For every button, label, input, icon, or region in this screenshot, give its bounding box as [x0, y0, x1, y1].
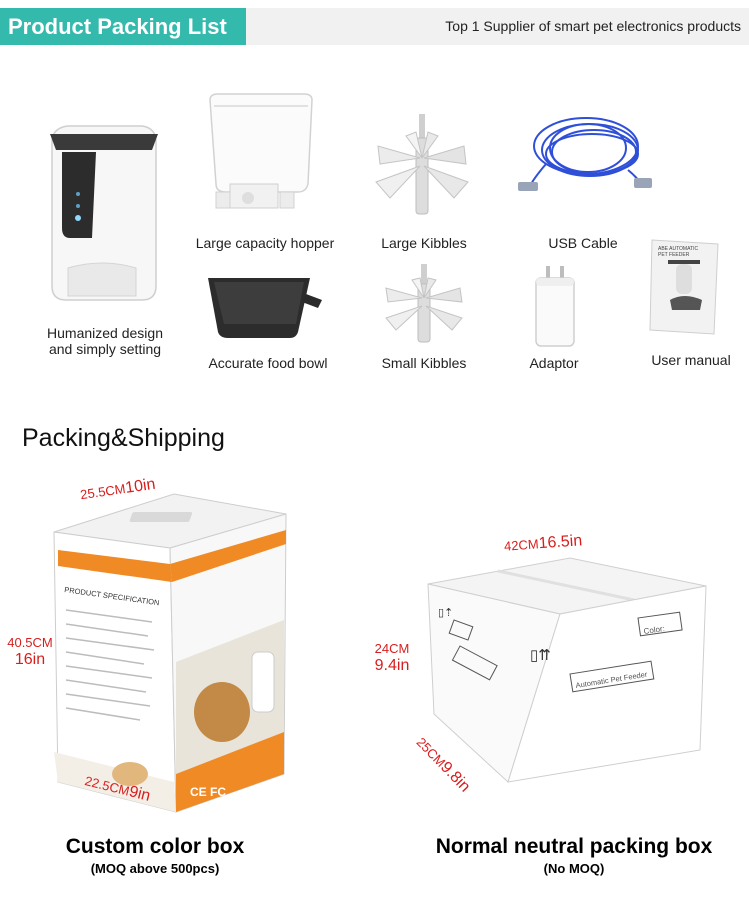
- main-unit-label: Humanized design and simply setting: [47, 325, 163, 357]
- food-bowl-image: [208, 278, 322, 338]
- color-box-height: 40.5CM 16in: [7, 635, 53, 668]
- usb-cable-label: USB Cable: [548, 235, 618, 251]
- adaptor-image: [535, 266, 575, 347]
- user-manual-label: User manual: [651, 352, 731, 368]
- svg-text:CE FC: CE FC: [190, 785, 226, 799]
- user-manual-image: ABE AUTOMATIC PET FEEDER: [649, 239, 719, 335]
- color-box-note: (MOQ above 500pcs): [90, 861, 220, 876]
- food-bowl-label: Accurate food bowl: [208, 355, 328, 371]
- pet-feeder-image: [50, 125, 158, 301]
- manual-cover-line-2: PET FEEDER: [658, 252, 690, 258]
- color-box-caption: Custom color box: [65, 835, 245, 858]
- small-kibbles-image: [385, 264, 463, 343]
- neutral-box-length: 42CM16.5in: [503, 532, 583, 554]
- hopper-image: [209, 93, 313, 209]
- hopper-label: Large capacity hopper: [195, 235, 335, 251]
- neutral-box-caption: Normal neutral packing box: [435, 835, 713, 858]
- custom-color-box-image: PRODUCT SPECIFICATION CE FC: [53, 493, 287, 813]
- header-tagline: Top 1 Supplier of smart pet electronics …: [445, 18, 741, 34]
- neutral-box-image: ▯⇡ ▯⇈ Color: Automatic Pet Feeder: [427, 557, 707, 783]
- large-kibbles-image: [375, 114, 469, 215]
- small-kibbles-label: Small Kibbles: [381, 355, 467, 371]
- adaptor-label: Adaptor: [529, 355, 579, 371]
- large-kibbles-label: Large Kibbles: [381, 235, 467, 251]
- neutral-box-height: 24CM 9.4in: [374, 641, 410, 674]
- shipping-section-title: Packing&Shipping: [22, 424, 225, 452]
- header-bar: Product Packing List Top 1 Supplier of s…: [0, 8, 749, 45]
- svg-text:▯⇡: ▯⇡: [438, 607, 453, 619]
- neutral-box-color-label: Color:: [643, 624, 665, 636]
- page-title: Product Packing List: [0, 8, 246, 45]
- manual-cover-line-1: ABE AUTOMATIC: [658, 246, 698, 252]
- usb-cable-image: [518, 117, 652, 191]
- svg-text:▯⇈: ▯⇈: [530, 647, 551, 664]
- neutral-box-note: (No MOQ): [543, 861, 605, 876]
